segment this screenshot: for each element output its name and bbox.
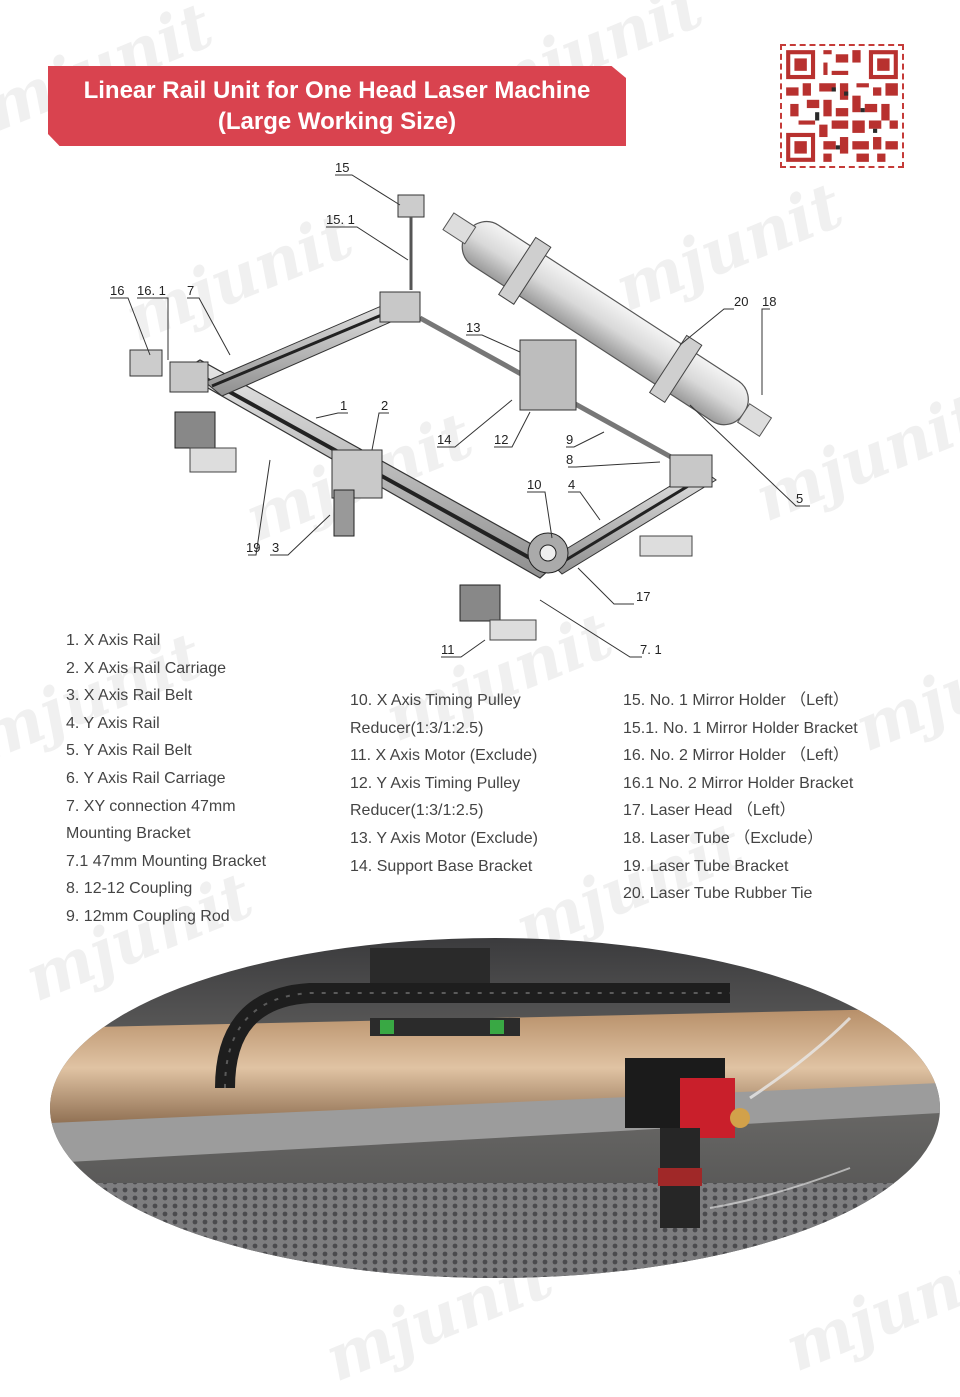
callout-label: 16 bbox=[110, 283, 124, 298]
part-item: 15. No. 1 Mirror Holder （Left） bbox=[623, 692, 849, 709]
callout-label: 14 bbox=[437, 432, 451, 447]
callout-label: 4 bbox=[568, 477, 575, 492]
part-item: 5. Y Axis Rail Belt bbox=[66, 742, 192, 760]
part-item: 8. 12-12 Coupling bbox=[66, 880, 193, 898]
laser-tube bbox=[442, 212, 773, 438]
callout-label: 9 bbox=[566, 432, 573, 447]
part-item: 18. Laser Tube （Exclude） bbox=[623, 829, 824, 847]
callout-label: 7. 1 bbox=[640, 642, 662, 657]
part-item: 9. 12mm Coupling Rod bbox=[66, 907, 230, 925]
callout-label: 15 bbox=[335, 160, 349, 175]
part-item: 16.1 No. 2 Mirror Holder Bracket bbox=[623, 774, 854, 792]
callout-label: 18 bbox=[762, 294, 776, 309]
part-item: 12. Y Axis Timing Pulley bbox=[350, 774, 521, 792]
part-item: 2. X Axis Rail Carriage bbox=[66, 659, 227, 677]
callout-label: 15. 1 bbox=[326, 212, 355, 227]
part-item: 6. Y Axis Rail Carriage bbox=[66, 769, 226, 787]
part-item: Reducer(1:3/1:2.5) bbox=[350, 802, 484, 820]
drag-chain bbox=[215, 983, 730, 1089]
callout-label: 19 bbox=[246, 540, 260, 555]
qr-code[interactable] bbox=[780, 44, 904, 168]
callout-label: 5 bbox=[796, 491, 803, 506]
watermark: mjunit bbox=[844, 608, 960, 767]
callout-label: 8 bbox=[566, 452, 573, 467]
callout-label: 7 bbox=[187, 283, 194, 298]
part-item: 10. X Axis Timing Pulley bbox=[350, 692, 521, 709]
parts-list-col1: 1. X Axis Rail 2. X Axis Rail Carriage 3. … bbox=[66, 627, 266, 931]
callout-label: 3 bbox=[272, 540, 279, 555]
part-item: 14. Support Base Bracket bbox=[350, 857, 533, 875]
laser-head bbox=[625, 1058, 750, 1228]
part-item: 3. X Axis Rail Belt bbox=[66, 687, 193, 705]
part-item: 16. No. 2 Mirror Holder （Left） bbox=[623, 747, 849, 765]
callout-label: 20 bbox=[734, 294, 748, 309]
callout-label: 2 bbox=[381, 398, 388, 413]
callout-label: 13 bbox=[466, 320, 480, 335]
part-item: 15.1. No. 1 Mirror Holder Bracket bbox=[623, 719, 858, 737]
part-item: Mounting Bracket bbox=[66, 825, 191, 843]
callout-label: 10 bbox=[527, 477, 541, 492]
title-banner: Linear Rail Unit for One Head Laser Mach… bbox=[48, 66, 626, 146]
title-line-2: (Large Working Size) bbox=[217, 108, 457, 135]
part-item: 7. XY connection 47mm bbox=[66, 797, 236, 815]
part-item: 4. Y Axis Rail bbox=[66, 714, 160, 732]
callout-label: 11 bbox=[441, 642, 455, 657]
part-item: 7.1 47mm Mounting Bracket bbox=[66, 852, 267, 870]
part-item: 11. X Axis Motor (Exclude) bbox=[350, 747, 538, 765]
part-item: 1. X Axis Rail bbox=[66, 632, 161, 649]
part-item: 19. Laser Tube Bracket bbox=[623, 857, 789, 875]
parts-list-col3: 15. No. 1 Mirror Holder （Left） 15.1. No. … bbox=[623, 687, 858, 908]
callout-label: 1 bbox=[340, 398, 347, 413]
callout-label: 17 bbox=[636, 589, 650, 604]
callout-label: 12 bbox=[494, 432, 508, 447]
title-line-1: Linear Rail Unit for One Head Laser Mach… bbox=[83, 77, 591, 104]
part-item: 17. Laser Head （Left） bbox=[623, 802, 796, 820]
part-item: 20. Laser Tube Rubber Tie bbox=[623, 885, 813, 903]
callout-label: 16. 1 bbox=[137, 283, 166, 298]
machine-photo bbox=[50, 938, 940, 1278]
part-item: 13. Y Axis Motor (Exclude) bbox=[350, 829, 538, 847]
part-item: Reducer(1:3/1:2.5) bbox=[350, 719, 484, 737]
